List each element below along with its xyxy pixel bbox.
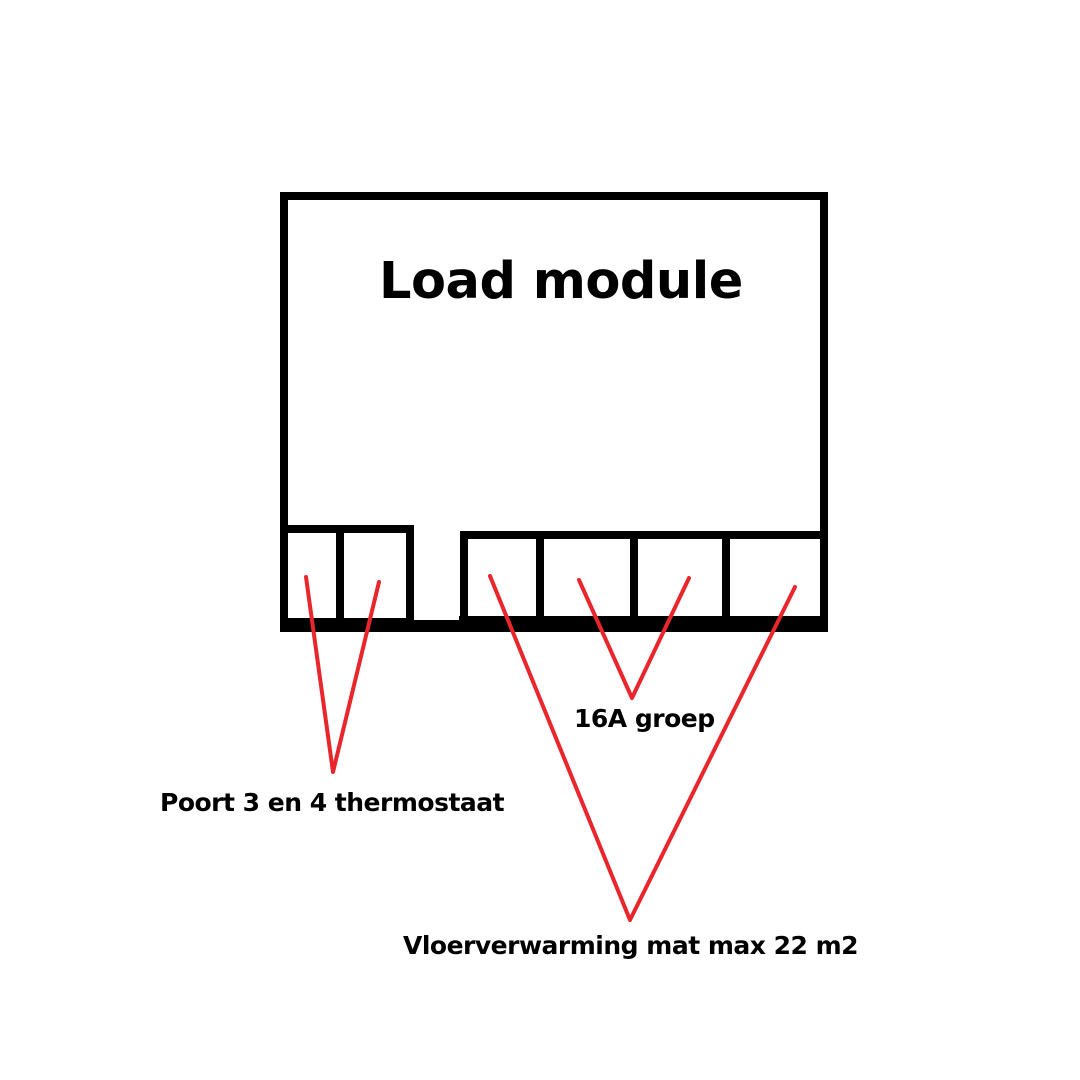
annotation-lines <box>304 574 797 922</box>
terminal-port-4 <box>336 525 414 626</box>
mat-pointer <box>488 574 797 922</box>
page-title: Load module <box>379 252 743 311</box>
group-label: 16A groep <box>574 704 715 733</box>
terminal-right-2 <box>536 531 638 624</box>
terminal-right-4 <box>722 531 828 624</box>
terminal-right-3 <box>630 531 730 624</box>
group-pointer <box>577 576 691 700</box>
thermostat-pointer <box>304 575 381 774</box>
module-outline <box>280 192 828 630</box>
thermostat-label: Poort 3 en 4 thermostaat <box>160 788 505 817</box>
floor-heating-mat-label: Vloerverwarming mat max 22 m2 <box>403 931 859 960</box>
terminal-block-right <box>460 531 828 624</box>
terminal-block-left <box>280 525 414 626</box>
